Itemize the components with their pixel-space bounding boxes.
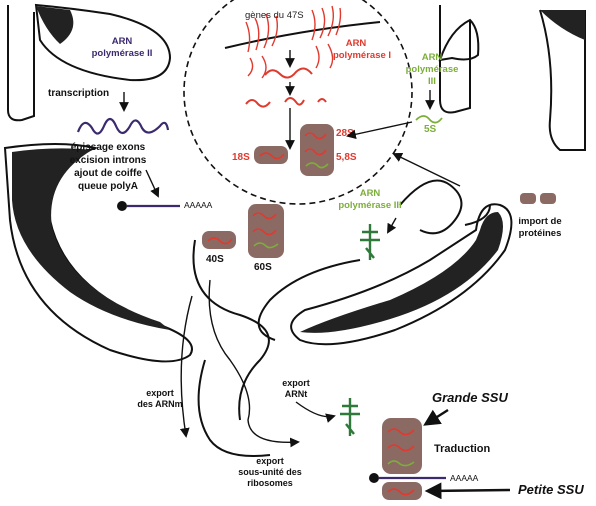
pol1-label-line1: ARN [346,38,367,49]
rrna-18s-label: 18S [232,152,250,163]
arrow-export-mrna [179,295,193,438]
pol3-5s-line2: polymérase [406,64,459,75]
rrna-28s-box [300,124,334,176]
mrna-cap [117,201,127,211]
pol3-5s-line3: III [428,76,436,87]
pol1-label-line2: polymérase I [333,50,391,61]
pre-mrna-loops [76,117,170,135]
grande-ssu-label: Grande SSU [432,390,508,405]
genes-47s-label: gènes du 47S [245,10,304,21]
cytoplasm-mrna-cap [369,473,379,483]
pol3-5s-line1: ARN [422,52,443,63]
arrow-nucleolus-from-import [392,153,461,187]
arrow-grande-ssu [423,408,449,426]
transcription-label: transcription [48,88,109,99]
processing-line3: ajout de coiffe [74,168,142,179]
petite-ssu-label: Petite SSU [518,482,584,497]
export-mrna-line2: des ARNm [137,399,182,409]
export-ribo-line2: sous-unité des [238,467,302,477]
rrna-28s-label: 28S [336,128,354,139]
export-trna-line1: export [282,378,310,388]
processing-line1: épissage exons [71,142,146,153]
export-mrna-line1: export [146,388,174,398]
arrow-processing [145,169,160,198]
subunit-60s-label: 60S [254,262,272,273]
rrna-58s-label: 5,8S [336,152,357,163]
pol3-trna-line2: polymérase III [338,200,401,211]
arrow-petite-ssu [424,482,511,500]
arrow-export-ribosomes [208,279,300,448]
arrow-5s-to-nucleolus [346,121,413,140]
ribosome-small-subunit [382,482,422,500]
nuclear-membrane-top-right [540,10,585,40]
trna-cytoplasm [340,398,360,436]
nuclear-membrane-top-left [36,6,74,44]
rough-er-left [12,148,170,330]
arrow-export-trna [295,401,336,423]
pol2-line1: ARN [112,36,133,47]
subunit-40s-label: 40S [206,254,224,265]
trna-nucleus [360,224,380,260]
export-ribo-line3: ribosomes [247,478,293,488]
export-ribo-line1: export [256,456,284,466]
processing-line2: excision introns [70,155,147,166]
traduction-label: Traduction [434,443,491,455]
import-line2: protéines [519,228,562,239]
rrna-5s-squiggle [415,115,443,124]
pol3-trna-line1: ARN [360,188,381,199]
pre-rrna [245,67,327,108]
nucleolus [183,0,413,205]
rough-er-right [300,212,503,333]
arrow-pol3-to-trna [387,217,397,234]
export-trna-line2: ARNt [285,389,308,399]
pol2-line2: polymérase II [92,48,153,59]
rdna-genes [224,5,381,79]
cytoplasm-polya-label: AAAAA [450,473,479,483]
processing-line4: queue polyA [78,181,138,192]
rrna-5s-label: 5S [424,124,437,135]
mrna-polya-label: AAAAA [184,200,213,210]
imported-protein-1 [520,193,536,204]
import-line1: import de [518,216,561,227]
membrane-lines [192,179,463,457]
imported-protein-2 [540,193,556,204]
